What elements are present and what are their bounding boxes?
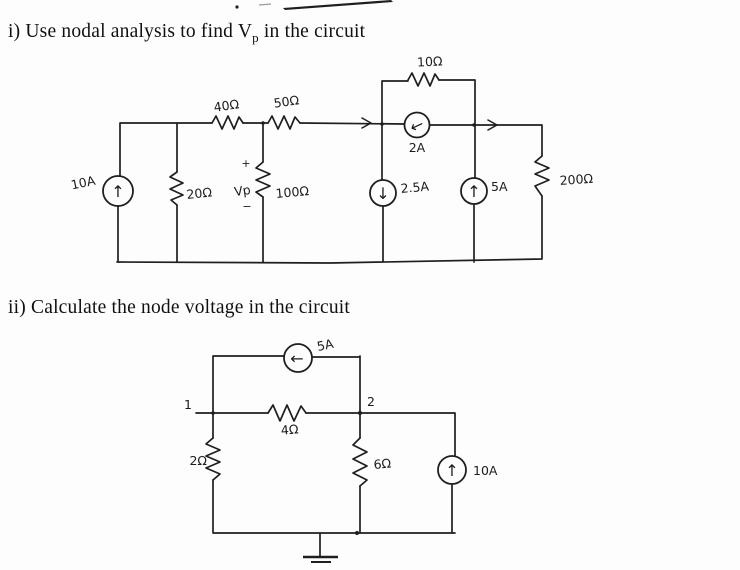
label-2ohm: 2Ω (189, 453, 207, 468)
label-5A: 5A (316, 336, 336, 354)
node-1-label: 1 (184, 397, 192, 412)
junction-dot (355, 531, 359, 535)
current-source-10A-right: ↑ (437, 455, 467, 485)
source-circle (460, 177, 488, 205)
resistor-20ohm (169, 171, 184, 206)
junction-dot (261, 121, 265, 125)
label-50ohm: 50Ω (273, 92, 301, 110)
circuit-2-diagram: ← ↑ 5A 1 2 4Ω 2Ω 6Ω 10A (184, 336, 498, 563)
node-2-label: 2 (367, 394, 375, 409)
resistor-50ohm (267, 115, 301, 130)
ink-dot (235, 5, 239, 9)
faint-dash (258, 3, 272, 6)
problem-2-heading-text: ii) Calculate the node voltage in the ci… (8, 297, 351, 318)
label-6ohm: 6Ω (373, 455, 392, 472)
wire-arrowhead-right-icon (361, 117, 372, 129)
current-source-5A-top: ← (283, 343, 313, 373)
problem-1-heading-subscript: p (252, 29, 259, 45)
vp-plus-sign: + (241, 157, 250, 170)
cropped-arrow-fragment (283, 0, 393, 10)
label-2A: 2A (409, 140, 426, 155)
label-100ohm: 100Ω (275, 183, 310, 201)
circuit-2-wires (195, 355, 456, 557)
source-circle (403, 111, 431, 139)
label-4ohm: 4Ω (280, 421, 299, 438)
current-source-10A: ↑ (102, 175, 134, 207)
up-arrow-icon: ↑ (445, 461, 458, 480)
vp-label: Vp (233, 182, 251, 199)
label-40ohm: 40Ω (213, 96, 241, 114)
label-5A: 5A (491, 179, 508, 194)
resistor-40ohm (211, 115, 244, 130)
junction-dot (380, 122, 384, 126)
label-200ohm: 200Ω (559, 171, 594, 188)
down-arrow-icon: ↓ (376, 184, 389, 203)
resistor-2ohm (205, 437, 221, 481)
problem-2-heading: ii) Calculate the node voltage in the ci… (8, 297, 350, 319)
source-circle (102, 175, 134, 207)
left-arrow-icon: ← (407, 114, 427, 137)
source-circle (369, 179, 397, 207)
circuit-1-diagram: ↑ ← ↓ ↑ 40Ω 50Ω 10Ω 2A 10A 20Ω + Vp − (70, 53, 594, 264)
vp-minus-sign: − (242, 200, 251, 213)
resistor-200ohm (534, 155, 550, 197)
label-20ohm: 20Ω (186, 184, 213, 202)
resistor-6ohm (352, 437, 368, 487)
junction-dot (358, 411, 362, 415)
top-crop-artifact (235, 0, 393, 10)
source-circle (283, 343, 313, 373)
current-source-2A: ← (403, 111, 431, 139)
up-arrow-icon: ↑ (111, 182, 124, 201)
current-source-5A: ↑ (460, 177, 488, 205)
problem-1-heading-suffix: in the circuit (258, 21, 366, 42)
current-source-2point5A: ↓ (369, 179, 397, 207)
label-10A: 10A (473, 463, 498, 478)
ground-icon (303, 555, 338, 563)
resistor-100ohm (255, 161, 271, 198)
problem-1-heading: i) Use nodal analysis to find Vp in the … (8, 21, 365, 46)
source-circle (437, 455, 467, 485)
wire-arrowhead-right-icon (487, 119, 498, 131)
label-2point5A: 2.5A (400, 179, 430, 196)
circuit-1-wires (116, 79, 543, 264)
up-arrow-icon: ↑ (467, 182, 480, 201)
resistor-10ohm (407, 72, 440, 87)
label-10ohm: 10Ω (417, 53, 444, 69)
problem-1-heading-prefix: i) Use nodal analysis to find V (8, 21, 253, 42)
junction-dot (472, 123, 476, 127)
junction-dot (211, 411, 215, 415)
resistor-4ohm (267, 404, 307, 422)
left-arrow-icon: ← (290, 349, 303, 368)
label-10A: 10A (70, 173, 97, 193)
